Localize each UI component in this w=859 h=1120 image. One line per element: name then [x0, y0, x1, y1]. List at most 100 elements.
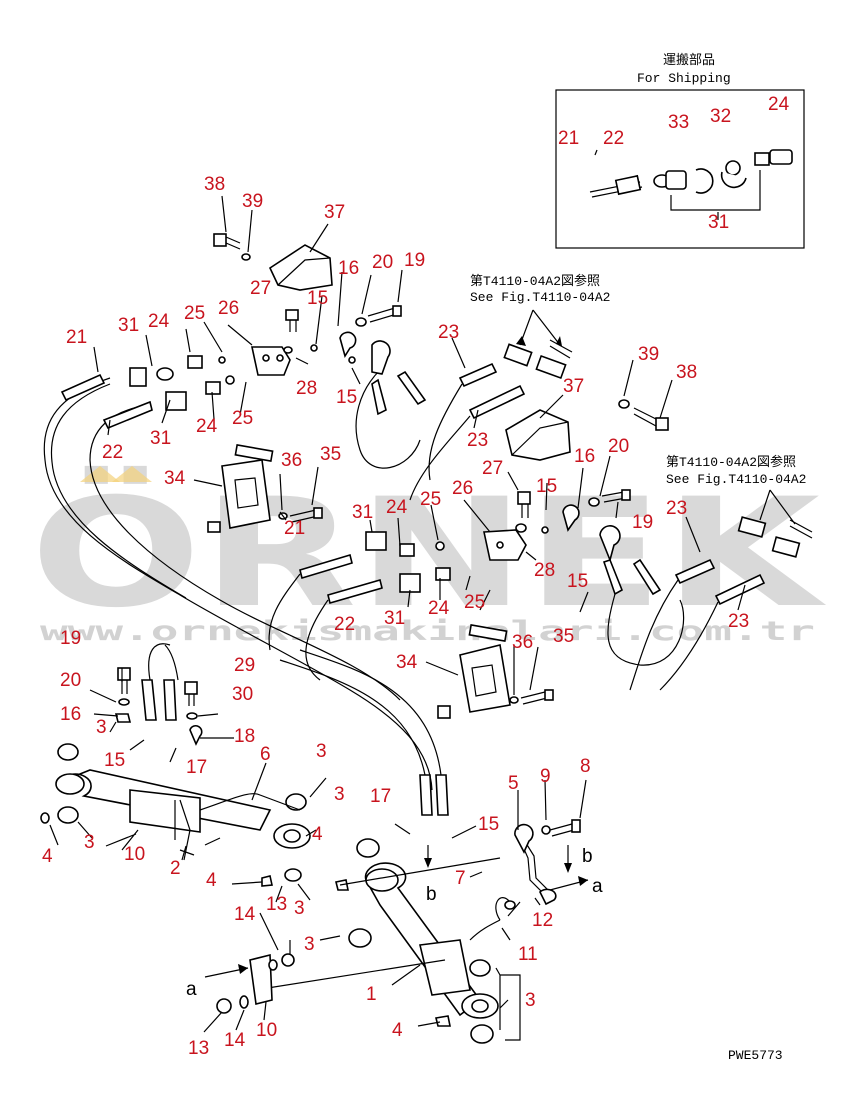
leader-lines: [49, 195, 746, 1041]
part-number: 23: [467, 430, 488, 451]
part-number: 24: [768, 94, 790, 115]
part-number: 13: [188, 1038, 209, 1059]
watermark-brand: ÖRNEK: [30, 465, 826, 641]
part-number: 10: [256, 1020, 277, 1041]
part-number: 3: [96, 717, 107, 738]
part-number: 37: [563, 376, 584, 397]
part-number: 31: [150, 428, 171, 449]
part-number: 3: [304, 934, 315, 955]
part-number: 25: [232, 408, 253, 429]
part-number: 4: [312, 824, 323, 845]
part-number: 15: [307, 288, 328, 309]
part-number: 3: [316, 741, 327, 762]
part-number: 3: [84, 832, 95, 853]
part-number: 34: [164, 468, 186, 489]
part-number: 21: [558, 128, 579, 149]
part-number: 15: [478, 814, 499, 835]
part-number: 11: [518, 944, 538, 965]
part-number: 17: [186, 757, 207, 778]
part-number: 24: [428, 598, 450, 619]
middle-parts: [268, 489, 813, 719]
part-number: 21: [66, 327, 87, 348]
part-number: 1: [366, 984, 377, 1005]
part-number: 9: [540, 766, 551, 787]
part-number: 33: [668, 112, 689, 133]
part-number: 36: [281, 450, 302, 471]
part-number: 28: [534, 560, 555, 581]
svg-text:See Fig.T4110-04A2: See Fig.T4110-04A2: [470, 290, 610, 305]
arrow-labels: a b a b: [186, 846, 603, 1000]
svg-text:a: a: [592, 876, 603, 897]
watermark-url: www.ornekismakinalari.com.tr: [40, 616, 815, 647]
watermark: ÖRNEK www.ornekismakinalari.com.tr: [30, 465, 826, 647]
part-number: 15: [567, 571, 588, 592]
part-number: 12: [532, 910, 553, 931]
part-number: 6: [260, 744, 271, 765]
part-number: 24: [196, 416, 218, 437]
part-number: 34: [396, 652, 418, 673]
svg-text:See Fig.T4110-04A2: See Fig.T4110-04A2: [666, 472, 806, 487]
part-number: 2: [170, 858, 181, 879]
part-number: 7: [455, 868, 466, 889]
part-number: 39: [242, 191, 263, 212]
part-number: 31: [708, 212, 729, 233]
part-number: 3: [294, 898, 305, 919]
part-number: 22: [603, 128, 624, 149]
part-number: 23: [438, 322, 459, 343]
part-number: 35: [320, 444, 341, 465]
part-number: 22: [102, 442, 123, 463]
lower-assembly: [40, 643, 589, 1044]
part-number: 25: [420, 489, 441, 510]
part-number: 15: [536, 476, 557, 497]
part-number: 14: [224, 1030, 246, 1051]
part-number: 37: [324, 202, 345, 223]
part-number: 31: [384, 608, 405, 629]
part-number: 30: [232, 684, 253, 705]
part-number: 5: [508, 773, 519, 794]
part-number: 16: [338, 258, 359, 279]
part-number: 27: [250, 278, 271, 299]
part-number: 31: [118, 315, 139, 336]
part-number: 25: [184, 303, 205, 324]
shipping-title-en: For Shipping: [637, 71, 731, 86]
svg-text:第T4110-04A2図参照: 第T4110-04A2図参照: [470, 273, 600, 289]
part-number: 19: [60, 628, 81, 649]
part-number: 32: [710, 106, 731, 127]
part-number: 3: [334, 784, 345, 805]
part-number: 4: [42, 846, 53, 867]
part-number: 20: [608, 436, 629, 457]
part-number: 15: [104, 750, 125, 771]
part-number: 36: [512, 632, 533, 653]
part-number: 15: [336, 387, 357, 408]
part-number: 10: [124, 844, 145, 865]
part-number: 27: [482, 458, 503, 479]
part-number: 3: [525, 990, 536, 1011]
part-number: 14: [234, 904, 256, 925]
part-number: 17: [370, 786, 391, 807]
part-number: 19: [632, 512, 653, 533]
part-number: 23: [728, 611, 749, 632]
svg-text:a: a: [186, 979, 197, 1000]
part-number: 24: [386, 497, 408, 518]
part-number: 16: [60, 704, 81, 725]
part-number: 39: [638, 344, 659, 365]
part-number: 16: [574, 446, 595, 467]
upper-parts: [43, 233, 669, 791]
part-number: 8: [580, 756, 591, 777]
svg-text:b: b: [426, 884, 437, 905]
part-number: 23: [666, 498, 687, 519]
reference-note-1: 第T4110-04A2図参照 See Fig.T4110-04A2: [470, 273, 610, 305]
part-number: 19: [404, 250, 425, 271]
part-number: 25: [464, 592, 485, 613]
part-number: 21: [284, 518, 305, 539]
part-number: 26: [218, 298, 239, 319]
part-number: 38: [676, 362, 697, 383]
part-number: 24: [148, 311, 170, 332]
part-number: 20: [372, 252, 393, 273]
part-number: 35: [553, 626, 574, 647]
shipping-title-ja: 運搬部品: [663, 53, 715, 68]
part-number: 18: [234, 726, 255, 747]
part-number: 20: [60, 670, 81, 691]
svg-text:b: b: [582, 846, 593, 867]
